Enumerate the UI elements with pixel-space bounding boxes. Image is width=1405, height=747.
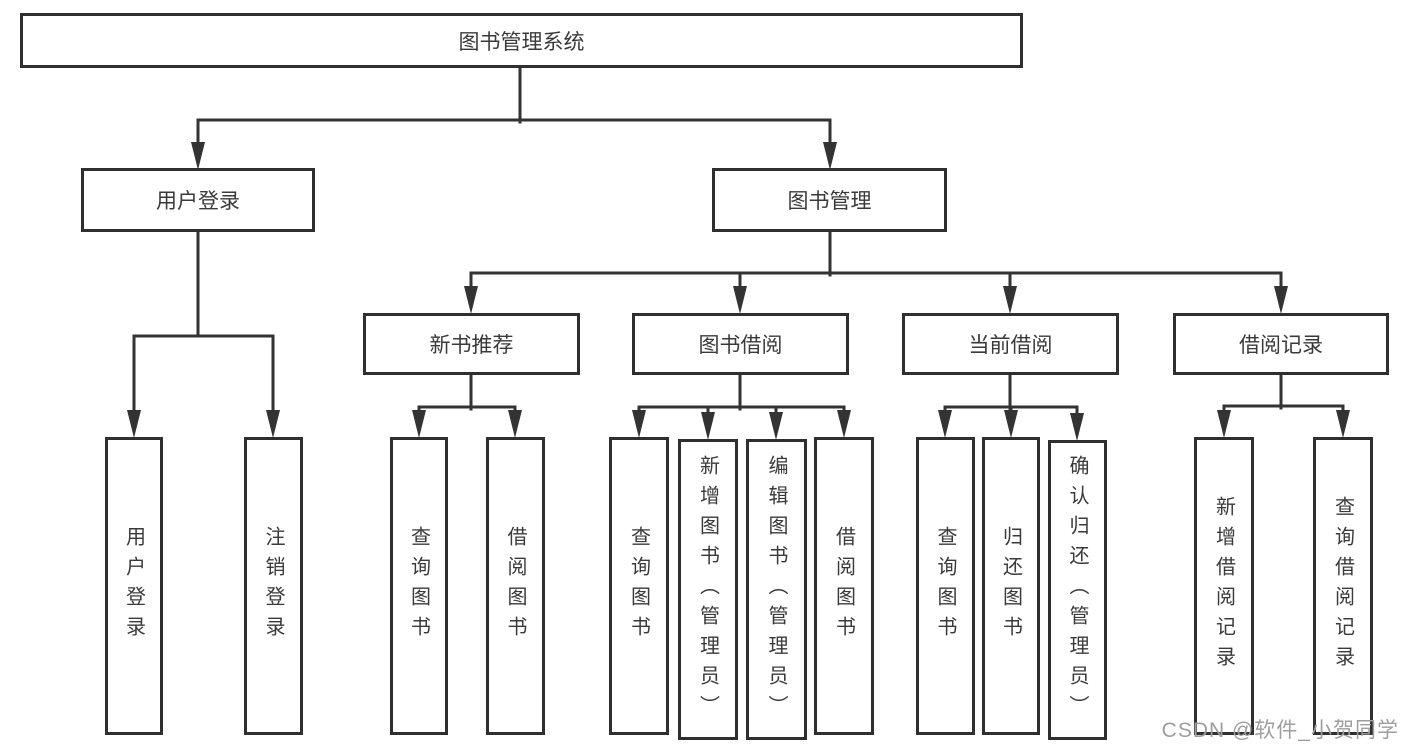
node-query-books: 查询图书 bbox=[916, 437, 975, 735]
node-book-management: 图书管理 bbox=[712, 168, 947, 232]
node-add-books-admin: 新增图书（管理员） bbox=[678, 439, 738, 740]
node-user-login-leaf: 用户登录 bbox=[105, 437, 163, 735]
node-add-borrow-record: 新增借阅记录 bbox=[1194, 437, 1254, 735]
node-current-borrowing: 当前借阅 bbox=[902, 313, 1119, 375]
node-return-books: 归还图书 bbox=[982, 437, 1040, 735]
node-edit-books-admin: 编辑图书（管理员） bbox=[746, 439, 807, 740]
node-logout: 注销登录 bbox=[244, 437, 303, 735]
node-query-books: 查询图书 bbox=[390, 437, 448, 735]
node-book-borrowing: 图书借阅 bbox=[632, 313, 849, 375]
watermark: CSDN @软件_小贺同学 bbox=[1161, 719, 1399, 742]
node-query-books: 查询图书 bbox=[609, 437, 669, 735]
node-user-login: 用户登录 bbox=[81, 168, 315, 232]
node-borrow-books: 借阅图书 bbox=[814, 437, 874, 735]
node-borrow-records: 借阅记录 bbox=[1173, 313, 1389, 375]
node-confirm-return-admin: 确认归还（管理员） bbox=[1048, 440, 1107, 740]
node-query-borrow-record: 查询借阅记录 bbox=[1313, 437, 1373, 735]
node-new-book-recommend: 新书推荐 bbox=[363, 313, 580, 375]
node-library-system: 图书管理系统 bbox=[20, 13, 1023, 68]
node-borrow-books: 借阅图书 bbox=[486, 437, 545, 735]
